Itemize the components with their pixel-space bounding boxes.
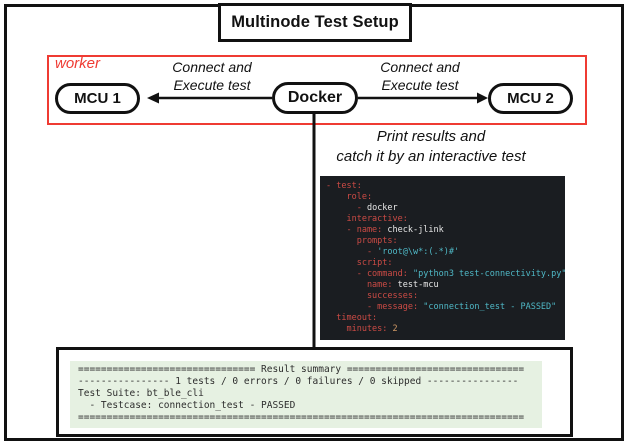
print-results-label: Print results and catch it by an interac… xyxy=(300,127,562,166)
result-line: ---------------- 1 tests / 0 errors / 0 … xyxy=(78,376,519,387)
worker-group-box xyxy=(47,55,587,125)
code-line: timeout: xyxy=(326,313,378,323)
code-line: name: test-mcu xyxy=(326,280,439,290)
right-arrow-label: Connect and Execute test xyxy=(358,58,482,94)
code-line: - command: "python3 test-connectivity.py… xyxy=(326,269,565,279)
result-line: =============================== Result s… xyxy=(78,364,525,375)
left-arrow-label: Connect and Execute test xyxy=(150,58,274,94)
yaml-code-block: - test: role: - docker interactive: - na… xyxy=(320,176,565,340)
print-results-label-line2: catch it by an interactive test xyxy=(336,147,526,165)
title-box: Multinode Test Setup xyxy=(218,3,412,42)
node-mcu1: MCU 1 xyxy=(55,83,140,114)
worker-group-label: worker xyxy=(55,55,101,72)
right-arrow-label-line2: Execute test xyxy=(381,77,459,93)
code-line: - docker xyxy=(326,203,398,213)
node-docker-label: Docker xyxy=(287,89,343,106)
left-arrow-label-line1: Connect and xyxy=(172,59,252,75)
code-line: - test: xyxy=(326,181,362,191)
code-line: - 'root@\w*:(.*)#' xyxy=(326,247,460,257)
code-line: - name: check-jlink xyxy=(326,225,444,235)
left-arrow-label-line2: Execute test xyxy=(173,77,251,93)
code-line: minutes: 2 xyxy=(326,324,398,334)
print-results-label-line1: Print results and xyxy=(376,128,486,145)
page-title: Multinode Test Setup xyxy=(231,13,399,31)
right-arrow-label-line1: Connect and xyxy=(380,59,460,75)
code-line: interactive: xyxy=(326,214,408,224)
node-mcu1-label: MCU 1 xyxy=(74,90,121,107)
result-line: - Testcase: connection_test - PASSED xyxy=(78,400,296,411)
result-line: ========================================… xyxy=(78,412,525,423)
result-summary-terminal: =============================== Result s… xyxy=(70,361,542,428)
node-mcu2-label: MCU 2 xyxy=(507,90,554,107)
code-line: role: xyxy=(326,192,373,202)
code-line: prompts: xyxy=(326,236,398,246)
result-line: Test Suite: bt_ble_cli xyxy=(78,388,204,399)
code-line: successes: xyxy=(326,291,419,301)
code-line: script: xyxy=(326,258,393,268)
node-mcu2: MCU 2 xyxy=(488,83,573,114)
node-docker: Docker xyxy=(272,82,358,114)
code-line: - message: "connection_test - PASSED" xyxy=(326,302,557,312)
